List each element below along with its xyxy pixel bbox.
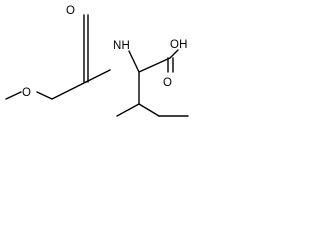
bond-methyl-o	[5, 91, 22, 100]
amide-oxygen-label: O	[66, 5, 75, 17]
chemical-structure-diagram: O O NH OH O	[5, 5, 189, 117]
acid-carbonyl-oxygen-label: O	[163, 77, 172, 89]
bond-ch2-carbonyl	[51, 81, 87, 100]
bond-beta-ch2	[138, 103, 160, 117]
bond-carboxyl-oh	[169, 49, 179, 59]
amide-nh-label: NH	[113, 40, 130, 52]
bond-carbonyl-nh	[85, 69, 111, 83]
bond-o-ch2	[36, 91, 53, 100]
bond-alpha-carboxyl	[138, 57, 171, 73]
bond-lines	[5, 14, 189, 117]
acid-hydroxyl-label: OH	[170, 39, 188, 51]
bond-nh-alpha	[128, 50, 140, 73]
methoxy-oxygen-label: O	[22, 87, 31, 99]
bond-beta-methyl	[116, 103, 140, 117]
